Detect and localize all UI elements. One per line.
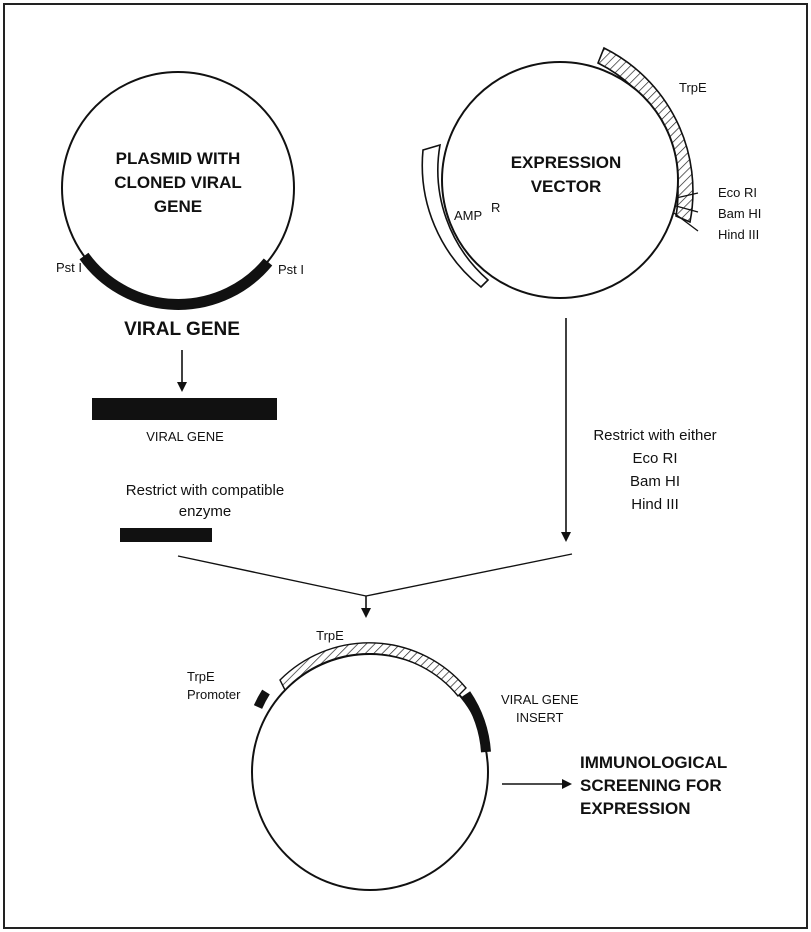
result-trpe-label: TrpE xyxy=(316,628,344,643)
plasmid-title-line-2: CLONED VIRAL xyxy=(114,173,242,192)
vector-circle xyxy=(441,61,679,299)
viral-gene-insert-segment xyxy=(461,691,491,753)
restrict-either-line-1: Restrict with either xyxy=(593,427,716,444)
screening-line-2: SCREENING FOR xyxy=(580,776,722,795)
eco-ri-tick xyxy=(675,192,699,199)
bam-hi-tick xyxy=(675,205,699,213)
hind-iii-tick xyxy=(673,212,699,232)
restrict-compatible-line-2: enzyme xyxy=(179,503,232,520)
amp-resistance-segment xyxy=(421,143,490,289)
hind-iii-label: Hind III xyxy=(718,227,759,242)
insert-line-1: VIRAL GENE xyxy=(501,692,579,707)
vector-group: EXPRESSION VECTOR AMP R TrpE Eco RI Bam … xyxy=(421,46,761,299)
promoter-line-2: Promoter xyxy=(187,687,241,702)
page-frame xyxy=(3,3,808,929)
pst-site-left: Pst I xyxy=(56,260,82,275)
vector-trpe-label: TrpE xyxy=(679,80,707,95)
amp-label: AMP xyxy=(454,208,482,223)
screening-line-1: IMMUNOLOGICAL xyxy=(580,753,727,772)
join-line-left xyxy=(177,555,367,597)
plasmid-viral-gene-segment xyxy=(79,252,273,310)
restricted-fragment-bar xyxy=(120,528,212,542)
promoter-line-1: TrpE xyxy=(187,669,215,684)
trpe-promoter-segment xyxy=(253,689,270,709)
vector-title-line-2: VECTOR xyxy=(531,177,602,196)
restrict-either-line-3: Bam HI xyxy=(630,473,680,490)
restrict-either-line-2: Eco RI xyxy=(632,450,677,467)
vector-title-line-1: EXPRESSION xyxy=(511,153,622,172)
viral-gene-fragment-bar xyxy=(92,398,277,420)
eco-ri-label: Eco RI xyxy=(718,185,757,200)
amp-superscript: R xyxy=(491,200,500,215)
viral-gene-fragment-label: VIRAL GENE xyxy=(146,429,224,444)
bam-hi-label: Bam HI xyxy=(718,206,761,221)
restrict-compatible-line-1: Restrict with compatible xyxy=(126,482,284,499)
pst-site-right: Pst I xyxy=(278,262,304,277)
plasmid-title-line-3: GENE xyxy=(154,197,202,216)
screening-line-3: EXPRESSION xyxy=(580,799,691,818)
join-line-right xyxy=(365,553,573,597)
restrict-either-line-4: Hind III xyxy=(631,496,679,513)
result-group: TrpE TrpE Promoter VIRAL GENE INSERT xyxy=(187,628,579,891)
insert-line-2: INSERT xyxy=(516,710,563,725)
plasmid-title-line-1: PLASMID WITH xyxy=(116,149,241,168)
plasmid-gene-label: VIRAL GENE xyxy=(124,319,240,340)
plasmid-group: PLASMID WITH CLONED VIRAL GENE Pst I Pst… xyxy=(56,71,304,340)
result-trpe-segment xyxy=(279,642,467,698)
